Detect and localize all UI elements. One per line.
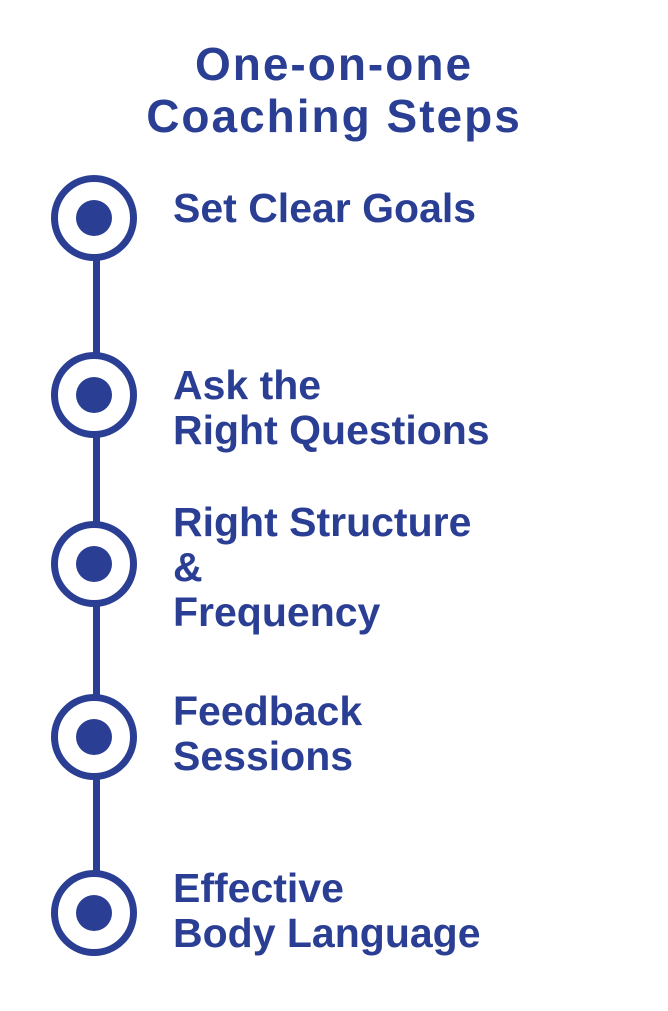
node-dot-icon — [76, 546, 112, 582]
step-label-line: Right Structure — [173, 499, 472, 545]
node-dot-icon — [76, 895, 112, 931]
step-label-line: Sessions — [173, 733, 354, 779]
step-label-set-clear-goals: Set Clear Goals — [173, 186, 476, 231]
node-dot-icon — [76, 200, 112, 236]
bullseye-icon — [51, 352, 137, 438]
step-label-line: & — [173, 544, 203, 590]
node-dot-icon — [76, 719, 112, 755]
step-label-line: Feedback — [173, 688, 363, 734]
bullseye-icon — [51, 694, 137, 780]
step-label-line: Body Language — [173, 910, 481, 956]
step-label-line: Set Clear Goals — [173, 185, 477, 231]
title-line-2: Coaching Steps — [146, 90, 522, 142]
step-label-line: Ask the — [173, 362, 322, 408]
step-label-line: Frequency — [173, 589, 381, 635]
node-dot-icon — [76, 377, 112, 413]
step-label-line: Right Questions — [173, 407, 490, 453]
bullseye-icon — [51, 870, 137, 956]
step-label-line: Effective — [173, 865, 344, 911]
bullseye-icon — [51, 521, 137, 607]
step-label-right-structure-frequency: Right Structure&Frequency — [173, 500, 471, 635]
bullseye-icon — [51, 175, 137, 261]
title-line-1: One-on-one — [194, 38, 474, 90]
